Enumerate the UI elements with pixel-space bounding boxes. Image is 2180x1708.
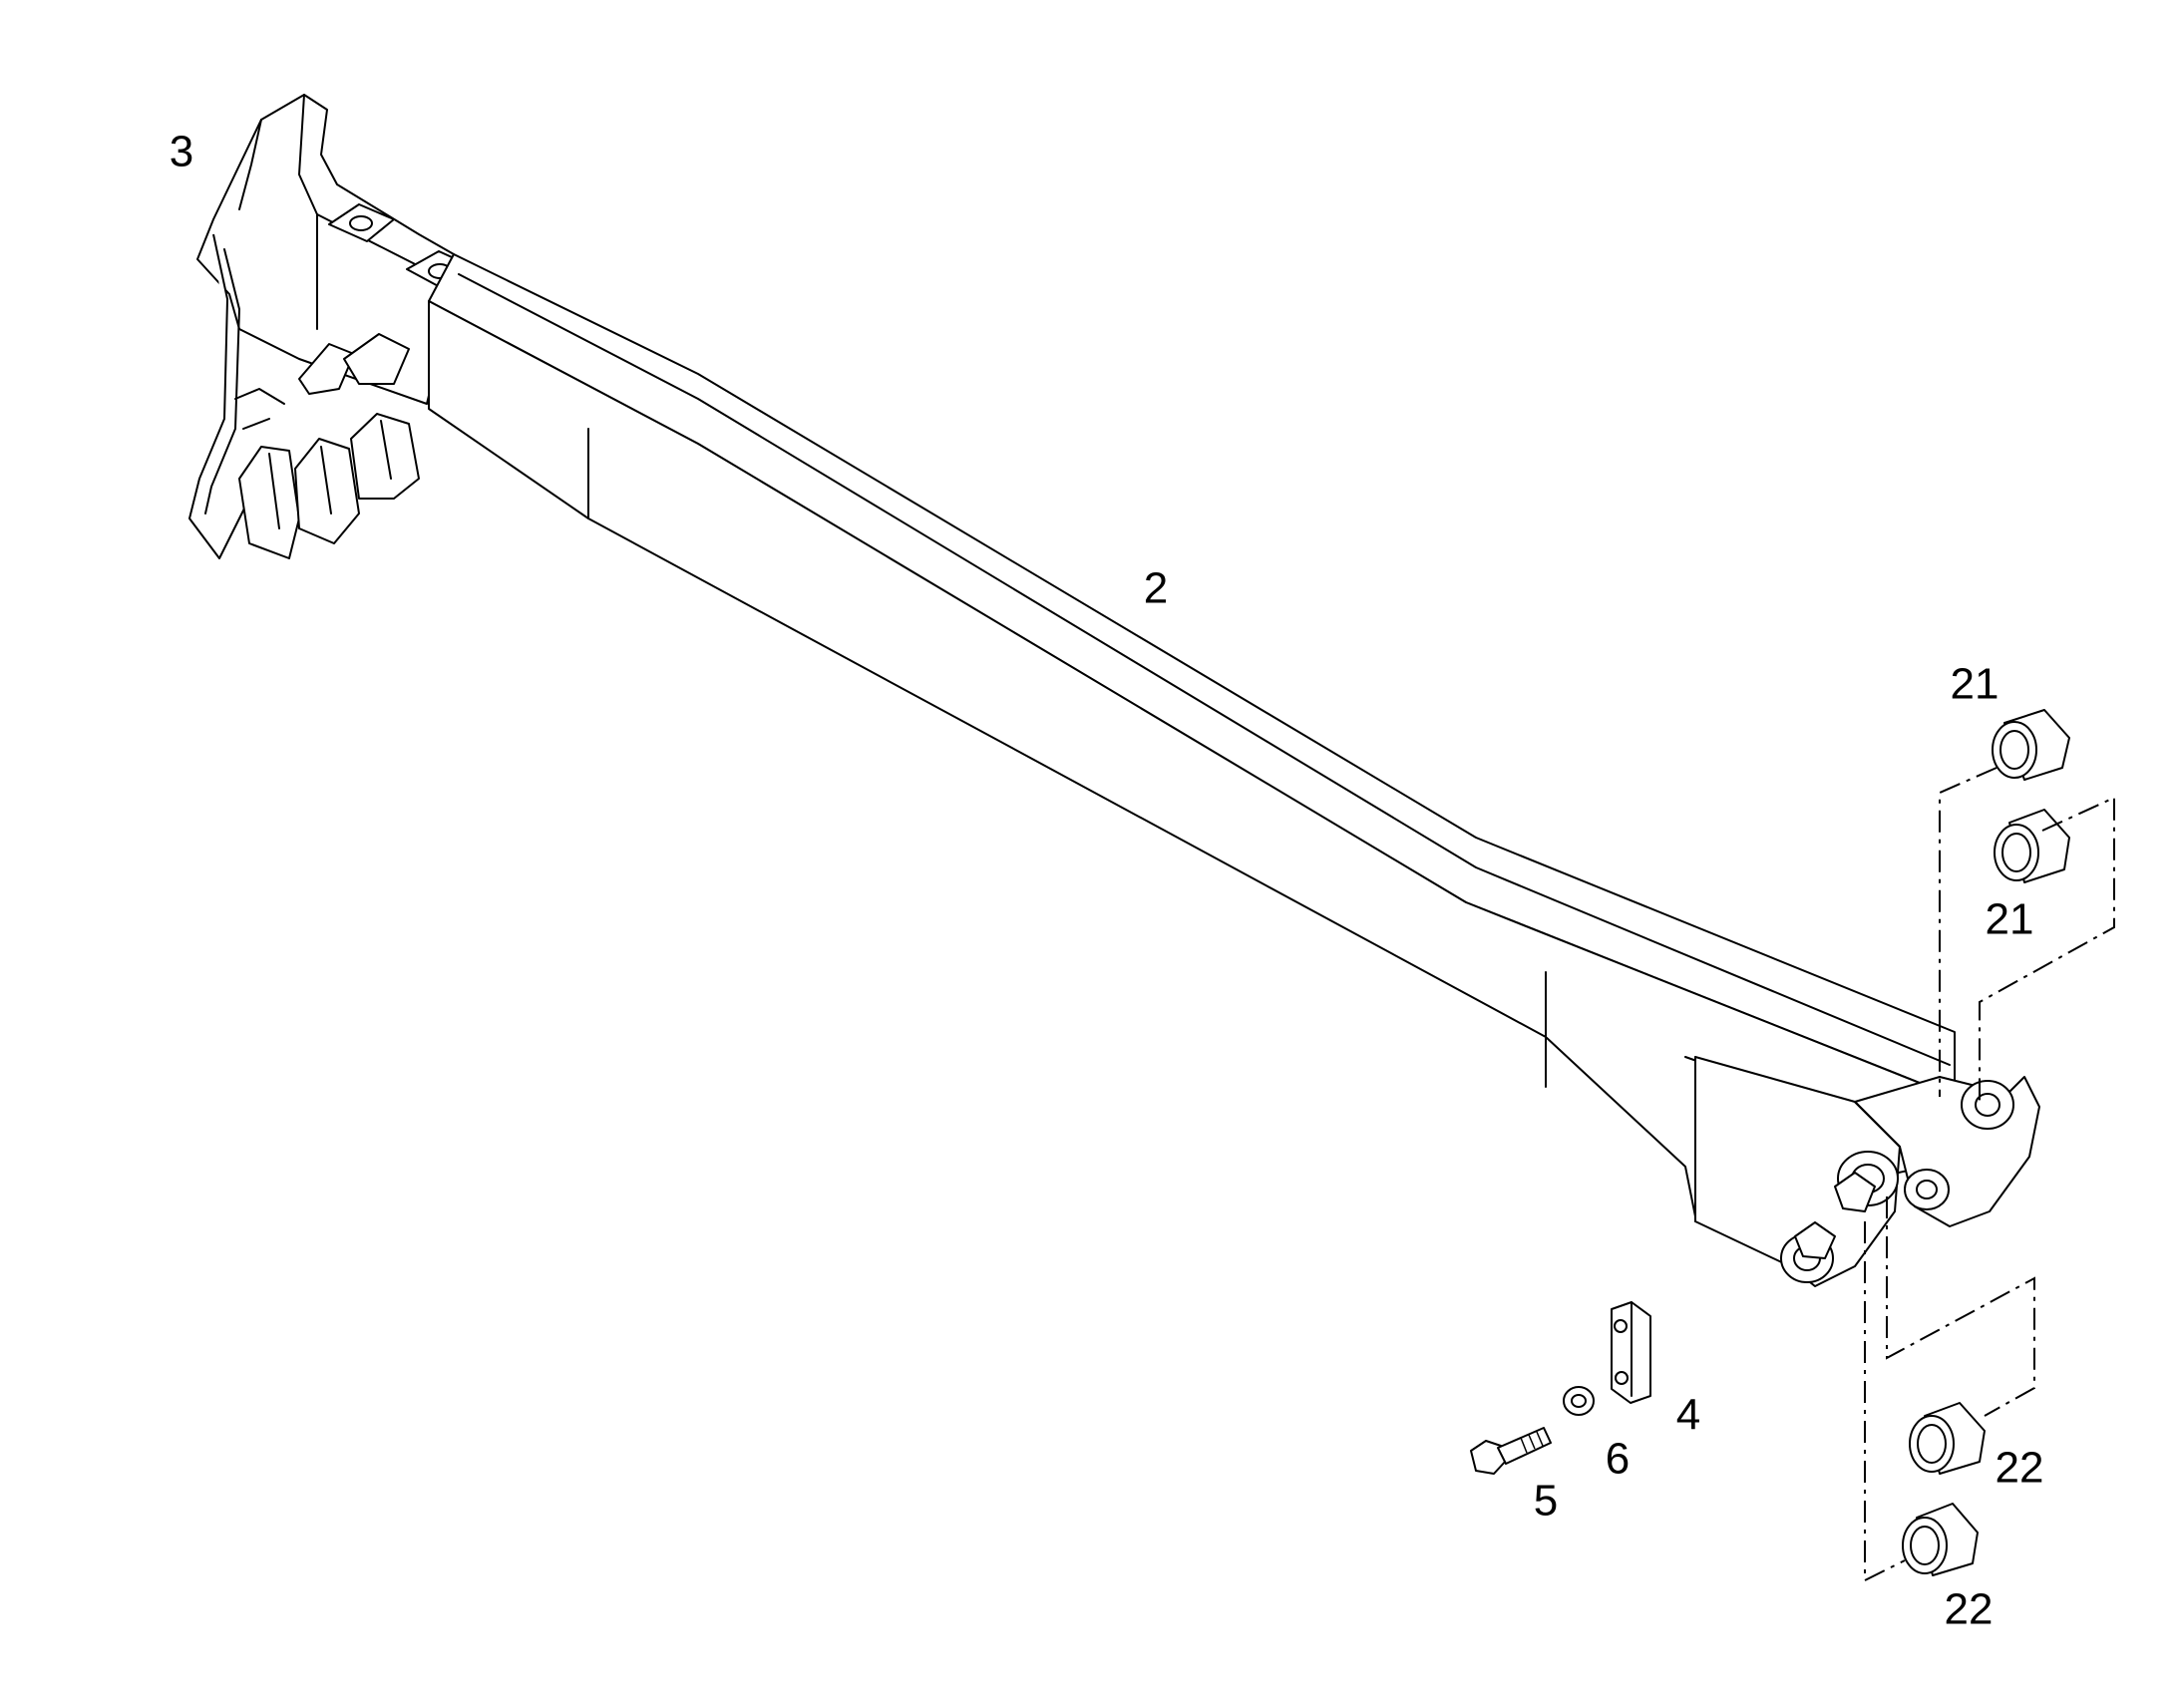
bushing-upper-2 bbox=[1994, 809, 2070, 883]
callout-washer: 6 bbox=[1606, 1435, 1630, 1484]
callout-plate: 4 bbox=[1676, 1391, 1700, 1440]
reference-lines bbox=[1864, 767, 2115, 1582]
retainer-plate bbox=[1611, 1301, 1651, 1404]
callout-bushing-lower-a: 22 bbox=[1996, 1444, 2044, 1493]
bushing-upper-1 bbox=[1992, 709, 2070, 781]
bushing-lower-2 bbox=[1902, 1503, 1979, 1576]
callout-boom: 2 bbox=[1144, 564, 1168, 613]
callout-bushing-upper-b: 21 bbox=[1986, 895, 2034, 944]
callout-bushing-lower-b: 22 bbox=[1945, 1585, 1994, 1634]
bucket-assembly bbox=[188, 94, 475, 559]
boom-arm bbox=[428, 253, 2040, 1287]
callout-labels: 2 3 4 5 6 21 21 22 22 bbox=[170, 128, 2044, 1634]
callout-bolt: 5 bbox=[1534, 1477, 1558, 1526]
washer bbox=[1563, 1386, 1595, 1416]
callout-bushing-upper-a: 21 bbox=[1951, 660, 1999, 709]
bushing-lower-1 bbox=[1909, 1402, 1986, 1475]
bolt bbox=[1470, 1427, 1552, 1475]
callout-bucket: 3 bbox=[170, 128, 193, 176]
